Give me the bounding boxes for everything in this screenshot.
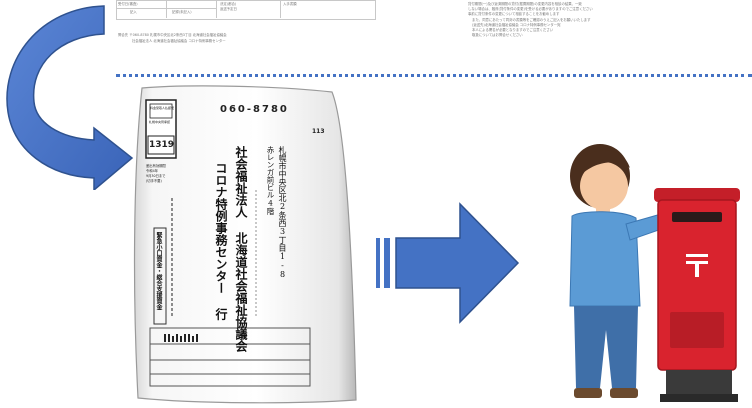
side-box-label: 緊急小口資金・総合支援資金 [155, 232, 162, 310]
doc-line: (返送先)北海道社会福祉協議会 コロナ特例事務センター宛 [472, 23, 561, 27]
dotted-separator [116, 74, 752, 77]
document-fragment-right: 貸付期間(一)及び返済期間の貸付(据置期間)の変更内容を相談の結果、一致 しない… [466, 0, 752, 44]
table-divider [166, 0, 167, 18]
doc-line: 事前に貸付条件の変更について相談することをお勧めします [468, 12, 560, 16]
doc-line: 本人による署名が必要となりますのでご注意ください [472, 28, 554, 32]
address-line: 札幌市中央区北2条西3丁目1-8 [278, 146, 287, 279]
customer-barcode [164, 334, 198, 342]
stamp-label: 料金受取人払郵便 [150, 106, 175, 110]
doc-line: 取扱についてはお問合せください [472, 33, 523, 37]
table-cell: 入手書類 [283, 2, 297, 6]
postbox-icon [654, 188, 740, 402]
stamp-note: 令和4年 [146, 169, 158, 173]
footer-line: 社会福祉法人 北海道社会福祉協議会 コロナ特例事務センター [132, 39, 226, 43]
footer-line: 問合先 〒060-8780 札幌市中央区北2条西3丁目 北海道社会福祉協議会 [118, 33, 227, 37]
table-divider [216, 0, 217, 18]
doc-line: 貸付期間(一)及び返済期間の貸付(据置期間)の変更内容を相談の結果、一致 [468, 2, 582, 6]
doc-line: しない場合は、融資(貸付条件の変更)を受ける必要がありますのでご注意ください [468, 7, 593, 11]
recipient-organization: 社会福祉法人 北海道社会福祉協議会 [234, 146, 248, 352]
envelope-shape [133, 85, 357, 404]
postal-code: 060-8780 [220, 104, 289, 115]
table-divider [280, 0, 281, 18]
address-line: 赤レンガ前ビル4階 [266, 146, 275, 215]
person-posting-mail-illustration [569, 144, 740, 402]
stamp-note: 9月30日まで [146, 174, 166, 178]
form-table [116, 0, 376, 20]
table-cell: 記録(未記入) [172, 10, 192, 14]
curved-arrow-icon [6, 5, 134, 190]
envelope-small-number: 113 [312, 128, 325, 135]
table-cell: 決定(都合) [220, 2, 237, 6]
recipient-center: コロナ特例事務センター 行 [214, 162, 228, 320]
stamp-note: 差出有効期間 [146, 164, 166, 168]
stamp-number: 1319 [149, 140, 175, 150]
table-cell: 記入 [130, 10, 137, 14]
table-cell: 返送予定日 [220, 7, 237, 11]
table-cell: 受付日(審査) [118, 2, 138, 6]
doc-line: また、同意にあたって同封の書類等をご確認のうえご記入をお願いいたします [472, 18, 591, 22]
stamp-office: 札幌中央局承認 [149, 120, 171, 124]
return-envelope: 060-8780 料金受取人払郵便 札幌中央局承認 1319 差出有効期間 令和… [128, 82, 360, 408]
stamp-note: (切手不要) [146, 179, 162, 183]
document-fragment-left: 受付日(審査) 決定(都合) 返送予定日 入手書類 記入 記録(未記入) 問合先… [110, 0, 380, 46]
right-arrow-icon [376, 202, 520, 324]
table-divider [116, 8, 216, 9]
